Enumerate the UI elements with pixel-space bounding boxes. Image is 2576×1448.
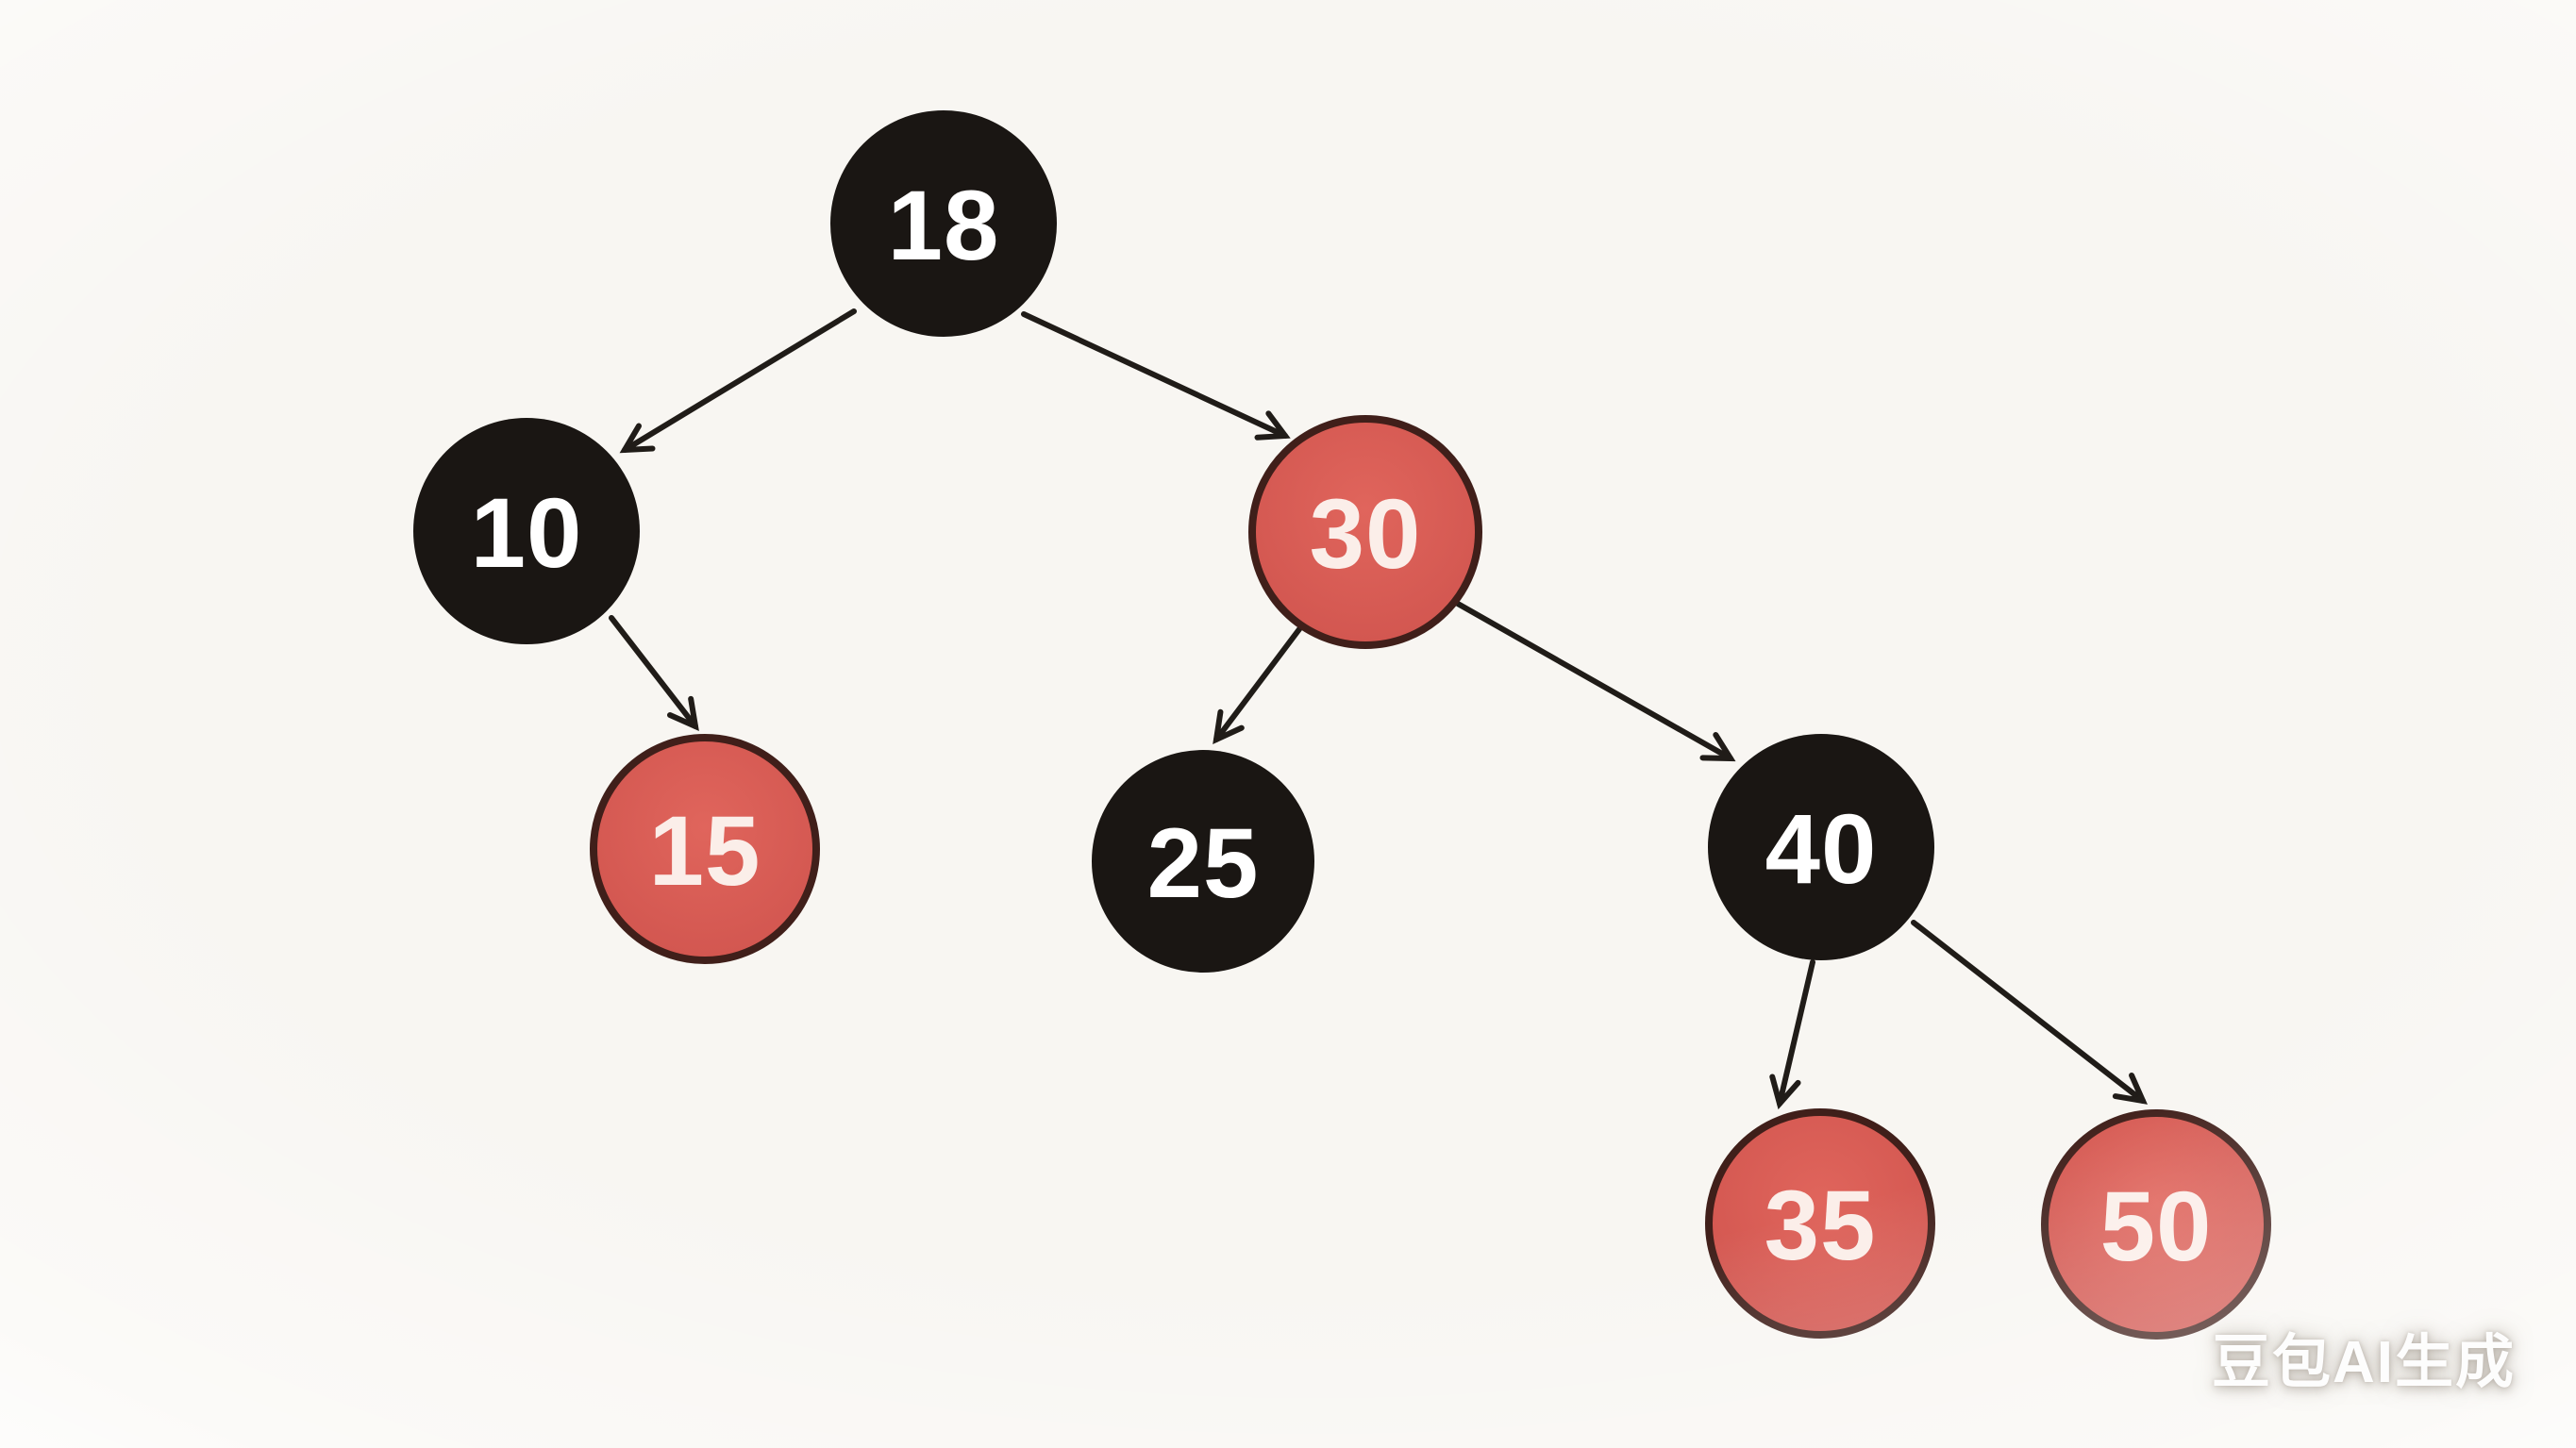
- node-label-35: 35: [1765, 1171, 1877, 1281]
- tree-node-40: 40: [1708, 734, 1934, 960]
- tree-node-15: 15: [590, 734, 820, 964]
- tree-node-50: 50: [2041, 1109, 2271, 1340]
- node-label-30: 30: [1310, 479, 1422, 590]
- node-label-25: 25: [1147, 808, 1260, 919]
- node-label-50: 50: [2100, 1172, 2213, 1282]
- tree-node-25: 25: [1092, 750, 1314, 973]
- tree-node-30: 30: [1248, 415, 1482, 649]
- node-label-40: 40: [1765, 794, 1878, 905]
- node-label-18: 18: [888, 171, 1000, 281]
- tree-node-35: 35: [1705, 1108, 1935, 1339]
- tree-node-18: 18: [830, 110, 1057, 337]
- tree-node-10: 10: [413, 418, 640, 644]
- node-label-10: 10: [471, 478, 583, 589]
- node-label-15: 15: [649, 796, 761, 907]
